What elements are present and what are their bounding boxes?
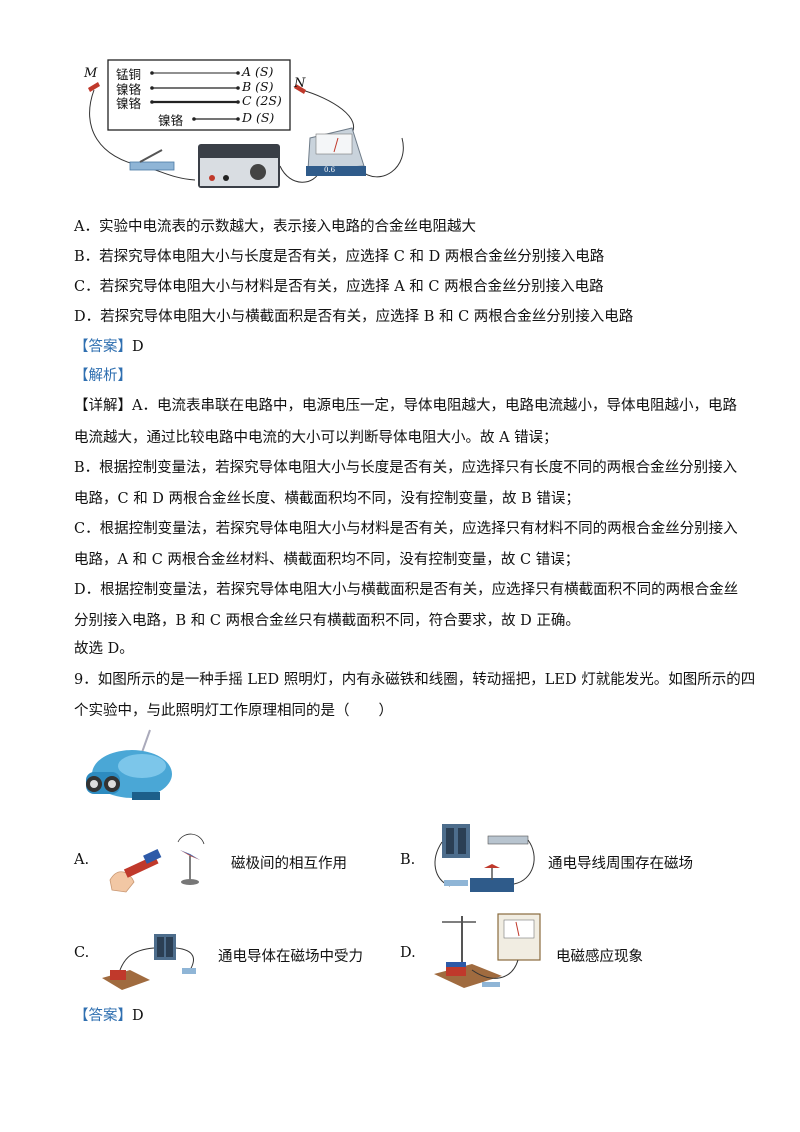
q8-option-b: B．若探究导体电阻大小与长度是否有关，应选择 C 和 D 两根合金丝分别接入电路 xyxy=(74,249,605,265)
answer-tag: 【答案】 xyxy=(74,339,132,355)
q9-option-b-letter: B. xyxy=(400,852,416,868)
q9-stem-line: 9．如图所示的是一种手摇 LED 照明灯，内有永磁铁和线圈，转动摇把，LED 灯… xyxy=(74,672,756,688)
q9-option-a-letter: A. xyxy=(74,852,90,868)
circuit-diagram xyxy=(88,59,404,188)
q8-option-a: A．实验中电流表的示数越大，表示接入电路的合金丝电阻越大 xyxy=(74,219,476,235)
resistance-circuit-figure: M N 锰铜 镍铬 镍铬 镍铬 A (S) B (S) C (2S) D (S)… xyxy=(80,58,420,188)
q8-analysis-tag: 【解析】 xyxy=(74,368,132,384)
q8-answer: 【答案】D xyxy=(74,337,144,357)
wire-a-label: A (S) xyxy=(242,64,274,79)
q9-option-c-letter: C. xyxy=(74,945,90,961)
q9-option-a-caption: 磁极间的相互作用 xyxy=(231,856,347,872)
wire-d-material: 镍铬 xyxy=(158,113,184,128)
answer-tag: 【答案】 xyxy=(74,1008,132,1024)
q8-detail-line: 电路，C 和 D 两根合金丝长度、横截面积均不同，没有控制变量，故 B 错误； xyxy=(74,491,580,507)
terminal-m-label: M xyxy=(84,66,98,81)
q9-option-d-caption: 电磁感应现象 xyxy=(556,949,643,965)
answer-value: D xyxy=(132,339,144,355)
q8-detail-line: 电流越大，通过比较电路中电流的大小可以判断导体电阻大小。故 A 错误； xyxy=(74,430,558,446)
wire-b-label: B (S) xyxy=(242,79,274,94)
q8-detail-line: D．根据控制变量法，若探究导体电阻大小与横截面积是否有关，应选择只有横截面积不同… xyxy=(74,582,739,598)
q8-option-d: D．若探究导体电阻大小与横截面积是否有关，应选择 B 和 C 两根合金丝分别接入… xyxy=(74,309,634,325)
wire-c-label: C (2S) xyxy=(242,93,282,108)
magnet-compass-image xyxy=(104,832,214,896)
q8-detail-line: B．根据控制变量法，若探究导体电阻大小与长度是否有关，应选择只有长度不同的两根合… xyxy=(74,460,738,476)
q8-detail-line: C．根据控制变量法，若探究导体电阻大小与材料是否有关，应选择只有材料不同的两根合… xyxy=(74,521,738,537)
q9-stem-line: 个实验中，与此照明灯工作原理相同的是（ ） xyxy=(74,703,393,719)
wire-b-material: 镍铬 xyxy=(116,82,142,97)
q8-option-c: C．若探究导体电阻大小与材料是否有关，应选择 A 和 C 两根合金丝分别接入电路 xyxy=(74,279,604,295)
q8-detail-line: 电路，A 和 C 两根合金丝材料、横截面积均不同，没有控制变量，故 C 错误； xyxy=(74,552,580,568)
answer-value: D xyxy=(132,1008,144,1024)
hand-crank-led-lamp-image xyxy=(80,728,175,808)
ammeter-scale-label: 0.6 xyxy=(324,166,336,174)
q8-detail-line: 分别接入电路，B 和 C 两根合金丝只有横截面积不同，符合要求，故 D 正确。 xyxy=(74,613,580,629)
q9-option-b-caption: 通电导线周围存在磁场 xyxy=(548,856,693,872)
electromagnetic-induction-image xyxy=(432,910,544,994)
wire-c-material: 镍铬 xyxy=(116,96,142,111)
wire-a-material: 锰铜 xyxy=(116,67,142,82)
oersted-experiment-image xyxy=(430,820,540,896)
terminal-n-label: N xyxy=(294,76,306,91)
force-on-conductor-image xyxy=(100,930,210,992)
q9-option-c-caption: 通电导体在磁场中受力 xyxy=(218,949,363,965)
q8-detail-line: 【详解】A．电流表串联在电路中，电源电压一定，导体电阻越大，电路电流越小，导体电… xyxy=(74,398,737,414)
wire-d-label: D (S) xyxy=(242,110,275,125)
q9-answer: 【答案】D xyxy=(74,1006,144,1026)
q9-option-d-letter: D. xyxy=(400,945,416,961)
q8-detail-line: 故选 D。 xyxy=(74,641,134,657)
